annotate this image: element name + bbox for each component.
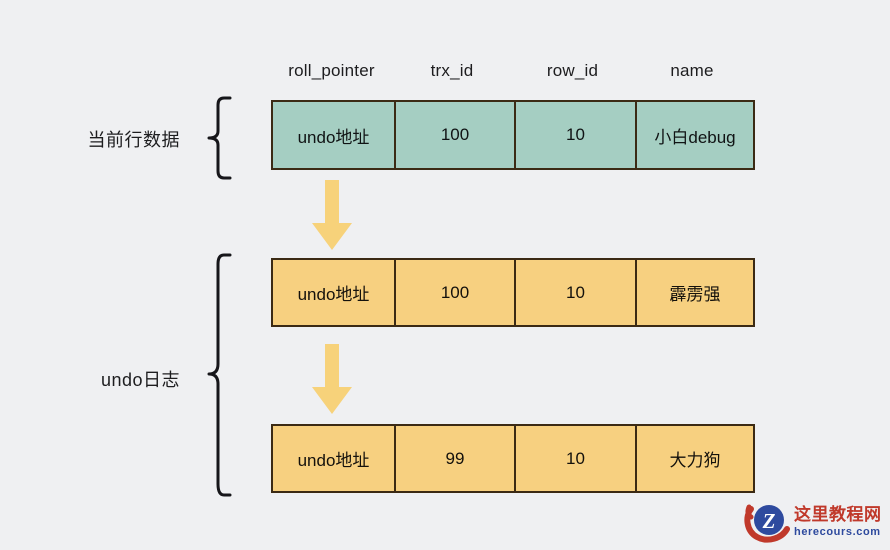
cell-trx-id: 100 — [394, 260, 514, 325]
brace-current-row-icon — [207, 96, 232, 180]
column-header-trx-id: trx_id — [430, 61, 474, 80]
watermark-text: 这里教程网 herecours.com — [794, 506, 882, 538]
column-header-row-id: row_id — [546, 61, 599, 80]
cell-roll-pointer: undo地址 — [297, 451, 370, 470]
down-arrow-icon — [310, 344, 354, 416]
brace-current-row — [200, 95, 236, 181]
arrow-down-icon — [312, 344, 352, 414]
down-arrow-icon — [310, 180, 354, 252]
table-row: undo地址 99 10 大力狗 — [271, 424, 755, 493]
cell-row-id: 10 — [514, 102, 635, 168]
cell-row-id: 10 — [514, 426, 635, 491]
table-row: undo地址 100 10 霹雳强 — [271, 258, 755, 327]
watermark-z-logo-icon: Z — [744, 504, 790, 543]
cell-trx-id: 99 — [394, 426, 514, 491]
cell-roll-pointer: undo地址 — [297, 127, 370, 147]
watermark: Z 这里教程网 herecours.com — [744, 498, 886, 546]
watermark-site-name-en: herecours.com — [794, 526, 881, 538]
cell-name: 霹雳强 — [635, 260, 753, 325]
cell-trx-id: 100 — [394, 102, 514, 168]
cell-roll-pointer: undo地址 — [297, 285, 370, 304]
watermark-site-name-cn: 这里教程网 — [794, 505, 882, 524]
group-label-current-row: 当前行数据 — [87, 130, 180, 150]
column-header-name: name — [670, 61, 714, 80]
svg-text:Z: Z — [762, 509, 776, 533]
table-row: undo地址 100 10 小白debug — [271, 100, 755, 170]
brace-undo-log-icon — [207, 253, 232, 497]
brace-undo-log — [200, 252, 236, 498]
cell-name: 大力狗 — [635, 426, 753, 491]
watermark-logo-icon: Z — [744, 499, 792, 545]
group-label-undo-log: undo日志 — [100, 370, 180, 390]
column-header-roll-pointer: roll_pointer — [288, 61, 375, 80]
arrow-down-icon — [312, 180, 352, 250]
cell-name: 小白debug — [635, 102, 753, 168]
cell-row-id: 10 — [514, 260, 635, 325]
